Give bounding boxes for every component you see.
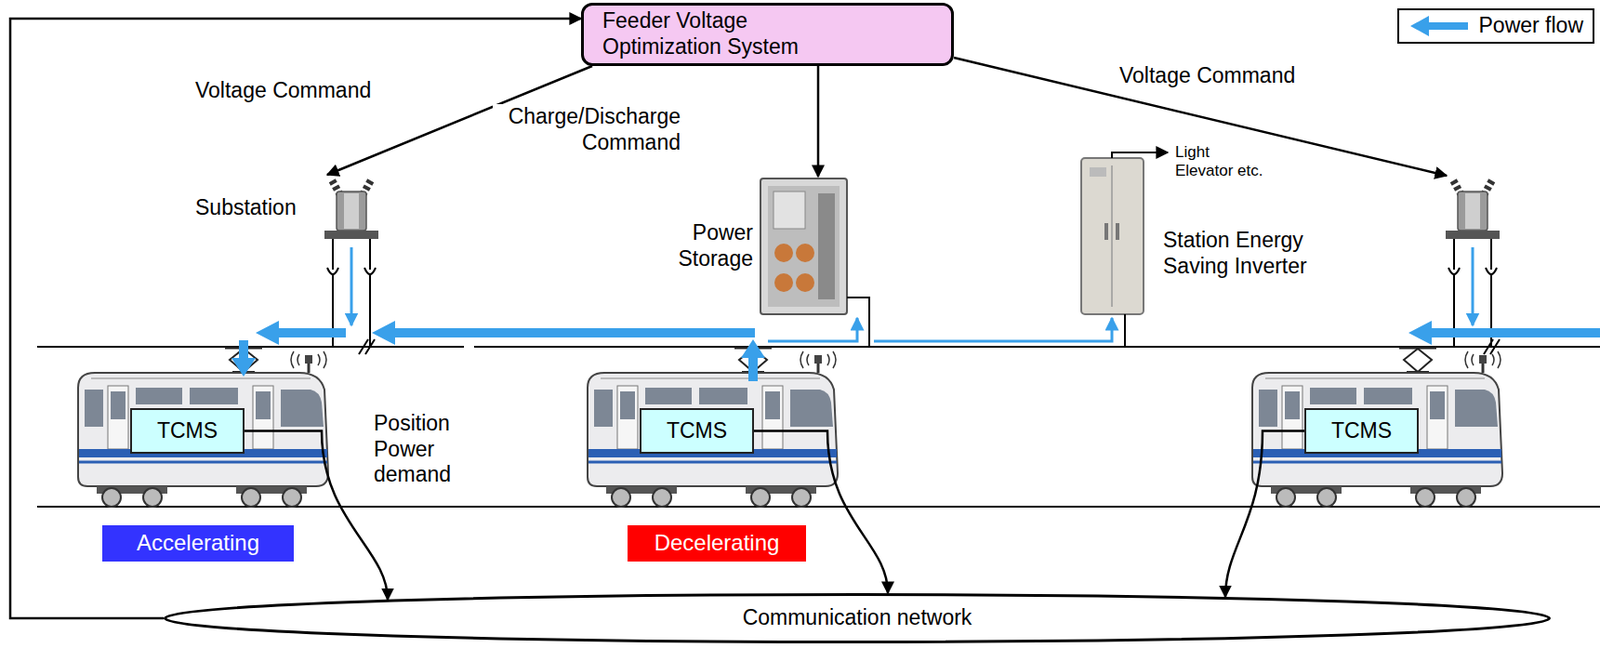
legend-arrow [1410,15,1468,37]
substation-flow [350,247,354,326]
handle [1104,223,1109,240]
legend-swatch [1408,14,1470,38]
node-label: TCMS [1331,418,1392,445]
edge-label: Charge/Discharge Command [492,104,683,156]
coil [774,243,794,263]
power-flow-arrow [371,320,755,345]
coil [795,243,815,263]
edge-label: Voltage Command [193,78,373,105]
load-arrow [1111,152,1168,159]
connector-arrow [1225,431,1305,598]
connector-arrow [244,431,388,601]
substation-left [324,178,379,347]
node-label: Communication network [742,605,973,632]
substation-unit: Substation [195,174,382,242]
door-split [1110,165,1113,307]
text-stack: Decelerating [654,529,781,557]
name-plate [1089,167,1107,177]
node-label: Station Energy Saving Inverter [1163,227,1322,279]
control-panel [773,191,806,229]
charge-flow [767,317,858,342]
text-stack: Feeder Voltage Optimization System [602,8,835,60]
system-box: Feeder Voltage Optimization System [581,2,954,67]
connector-arrow [753,431,888,595]
station-flow [873,317,1112,342]
text-stack: Substation [195,195,297,222]
legend-row: Power flow [1408,13,1584,40]
coil [795,273,815,292]
text-stack: Accelerating [136,529,260,557]
text-stack: TCMS [666,418,728,445]
node-label: Power Storage [664,220,754,272]
node-label: Feeder Voltage Optimization System [602,8,835,60]
text-stack: TCMS [1331,418,1392,445]
network-ellipse: Communication network [163,593,1551,644]
cabinet-frame [760,178,847,315]
cabinet-rack [818,193,835,300]
node-label: Substation [195,195,297,222]
node-label: Accelerating [136,529,260,557]
text-stack: TCMS [157,418,218,445]
handle [1115,223,1120,240]
node-label: TCMS [157,418,218,445]
train-right [1252,347,1503,507]
power-flow-arrow [255,320,346,345]
rail-line [37,505,1600,508]
tcms-box: TCMS [1304,408,1419,454]
coil [774,273,794,292]
inverter-cabinet [1081,158,1144,315]
storage-unit: Power Storage [661,176,851,317]
text-stack: Communication network [742,605,973,632]
tcms-box: TCMS [130,408,245,454]
text-stack: Station Energy Saving Inverter [1163,227,1322,279]
substation-flow [1471,247,1475,326]
annotation: Voltage Command [1117,63,1297,90]
substation-right [1445,178,1500,347]
node-label: Decelerating [654,529,781,557]
annotation: Light Elevator etc. [1173,143,1270,182]
legend-label: Power flow [1479,13,1584,40]
power-flow-arrow [1408,320,1600,345]
regeneration-arrow [740,339,766,382]
supply-arrow [231,340,256,377]
text-stack: Power Storage [664,220,754,272]
connector-arrow [817,66,820,177]
cabinet-interior [767,185,840,307]
state-badge: Decelerating [627,525,807,562]
inverter-unit: Station Energy Saving Inverter [1078,213,1376,293]
storage-cabinet [760,178,847,315]
legend-box: Power flow [1397,8,1595,44]
train-accelerating [78,347,329,507]
ellipse-shape [165,595,1550,643]
inverter-wire [1123,314,1126,347]
state-badge: Accelerating [102,525,294,562]
annotation: Position Power demand [371,410,478,489]
cabinet-frame [1081,158,1144,315]
train-decelerating [587,347,838,507]
node-label: TCMS [666,418,728,445]
tcms-box: TCMS [639,408,754,454]
